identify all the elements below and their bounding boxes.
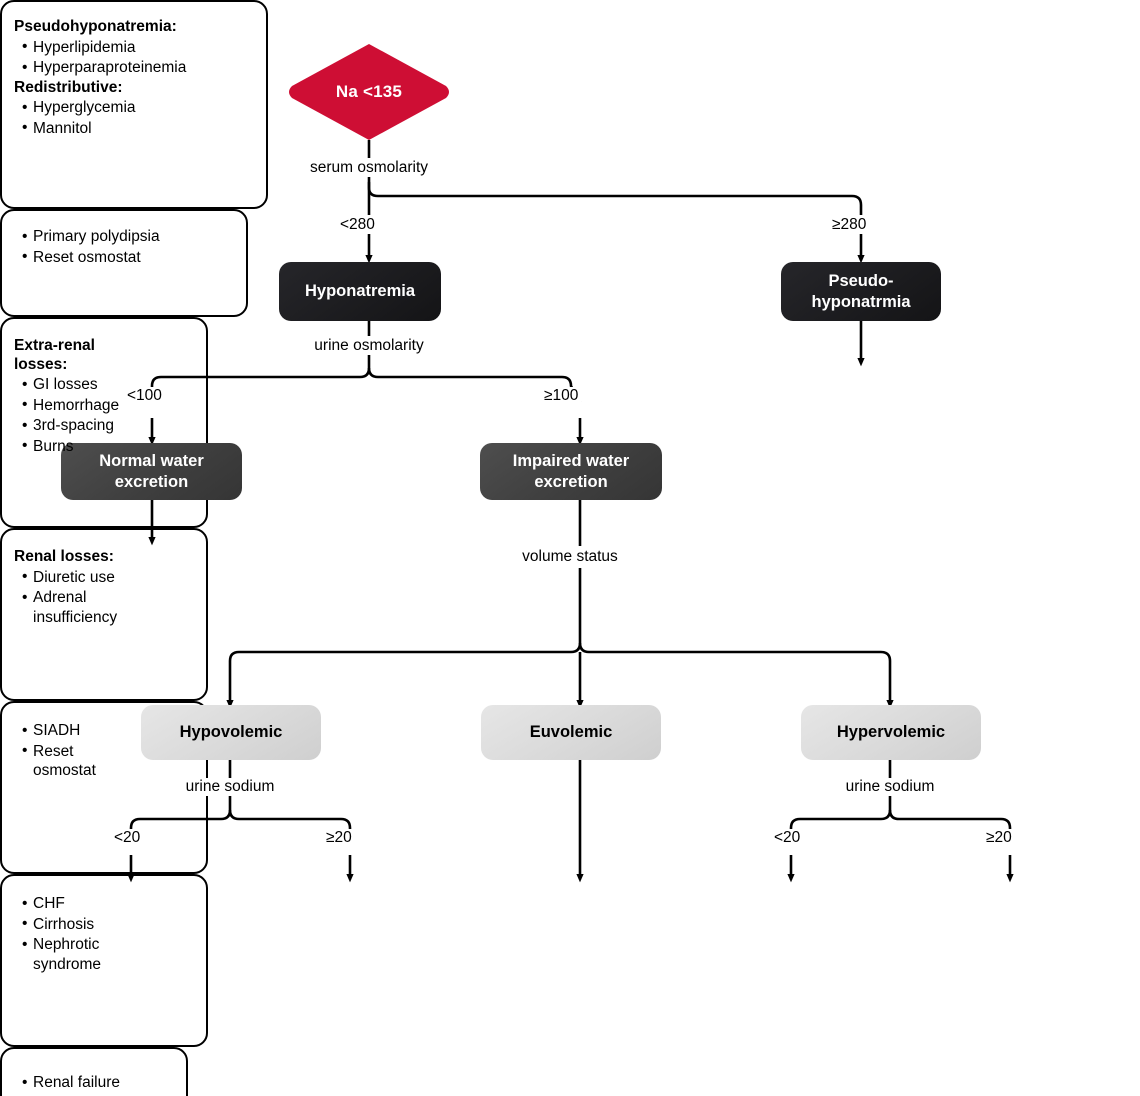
card-header: Renal losses: (14, 548, 114, 565)
card-list: Hyperlipidemia Hyperparaproteinemia (14, 37, 254, 78)
edge-label-urine-sodium-hypovolemic: urine sodium (182, 778, 278, 796)
card-list-secondary: Hyperglycemia Mannitol (14, 98, 254, 138)
edge-label-hypo-na-high: ≥20 (323, 829, 355, 847)
edge-label-serum-low: <280 (337, 216, 378, 234)
card-list: CHF Cirrhosis Nephrotic syndrome (14, 894, 194, 974)
card-header: Extra-renal losses: (14, 337, 95, 373)
list-item: Diuretic use (22, 567, 194, 588)
root-decision-label: Na <135 (335, 82, 403, 101)
card-hypervolemic-high-sodium: Renal failure (0, 1047, 188, 1096)
edge-label-volume-status: volume status (519, 548, 621, 566)
list-item: Burns (22, 436, 194, 457)
diamond-shape (289, 44, 449, 140)
card-list: GI losses Hemorrhage 3rd-spacing Burns (14, 375, 194, 456)
card-renal-losses: Renal losses: Diuretic use Adrenal insuf… (0, 528, 208, 701)
edge-label-hyper-na-low: <20 (771, 829, 804, 847)
list-item: Renal failure (22, 1073, 174, 1093)
edge-label-urine-high: ≥100 (541, 387, 582, 405)
edge-label-serum-osmolarity: serum osmolarity (307, 159, 431, 177)
list-item: Cirrhosis (22, 914, 194, 935)
node-hyponatremia[interactable]: Hyponatremia (279, 262, 441, 321)
edge-label-urine-sodium-hypervolemic: urine sodium (842, 778, 938, 796)
card-hypervolemic-low-sodium: CHF Cirrhosis Nephrotic syndrome (0, 874, 208, 1047)
list-item: Reset osmostat (22, 741, 194, 781)
list-item: SIADH (22, 721, 194, 741)
card-header: Pseudohyponatremia: (14, 18, 177, 35)
edge-label-hyper-na-high: ≥20 (983, 829, 1015, 847)
card-euvolemic-causes: SIADH Reset osmostat (0, 701, 208, 874)
card-list: SIADH Reset osmostat (14, 721, 194, 781)
list-item: Adrenal insufficiency (22, 588, 194, 627)
list-item: GI losses (22, 375, 194, 395)
card-list: Primary polydipsia Reset osmostat (14, 227, 234, 267)
node-euvolemic[interactable]: Euvolemic (481, 705, 661, 760)
card-normal-water-excretion-causes: Primary polydipsia Reset osmostat (0, 209, 248, 317)
node-hypervolemic[interactable]: Hypervolemic (801, 705, 981, 760)
card-header-secondary: Redistributive: (14, 78, 123, 96)
list-item: Hyperglycemia (22, 98, 254, 118)
edge-label-hypo-na-low: <20 (111, 829, 144, 847)
edge-label-urine-osmolarity: urine osmolarity (311, 337, 427, 355)
card-list: Diuretic use Adrenal insufficiency (14, 567, 194, 628)
list-item: Primary polydipsia (22, 227, 234, 247)
root-decision-diamond[interactable]: Na <135 (286, 42, 452, 142)
node-pseudohyponatremia[interactable]: Pseudo- hyponatrmia (781, 262, 941, 321)
list-item: Hyperlipidemia (22, 37, 254, 58)
edge-label-serum-high: ≥280 (829, 216, 870, 234)
list-item: Nephrotic syndrome (22, 935, 194, 974)
card-pseudohyponatremia-causes: Pseudohyponatremia: Hyperlipidemia Hyper… (0, 0, 268, 209)
card-list: Renal failure (14, 1073, 174, 1093)
list-item: 3rd-spacing (22, 416, 194, 436)
list-item: Hyperparaproteinemia (22, 58, 254, 78)
list-item: Mannitol (22, 118, 254, 139)
list-item: Hemorrhage (22, 395, 194, 416)
list-item: CHF (22, 894, 194, 914)
node-impaired-water-excretion[interactable]: Impaired water excretion (480, 443, 662, 500)
list-item: Reset osmostat (22, 247, 234, 268)
